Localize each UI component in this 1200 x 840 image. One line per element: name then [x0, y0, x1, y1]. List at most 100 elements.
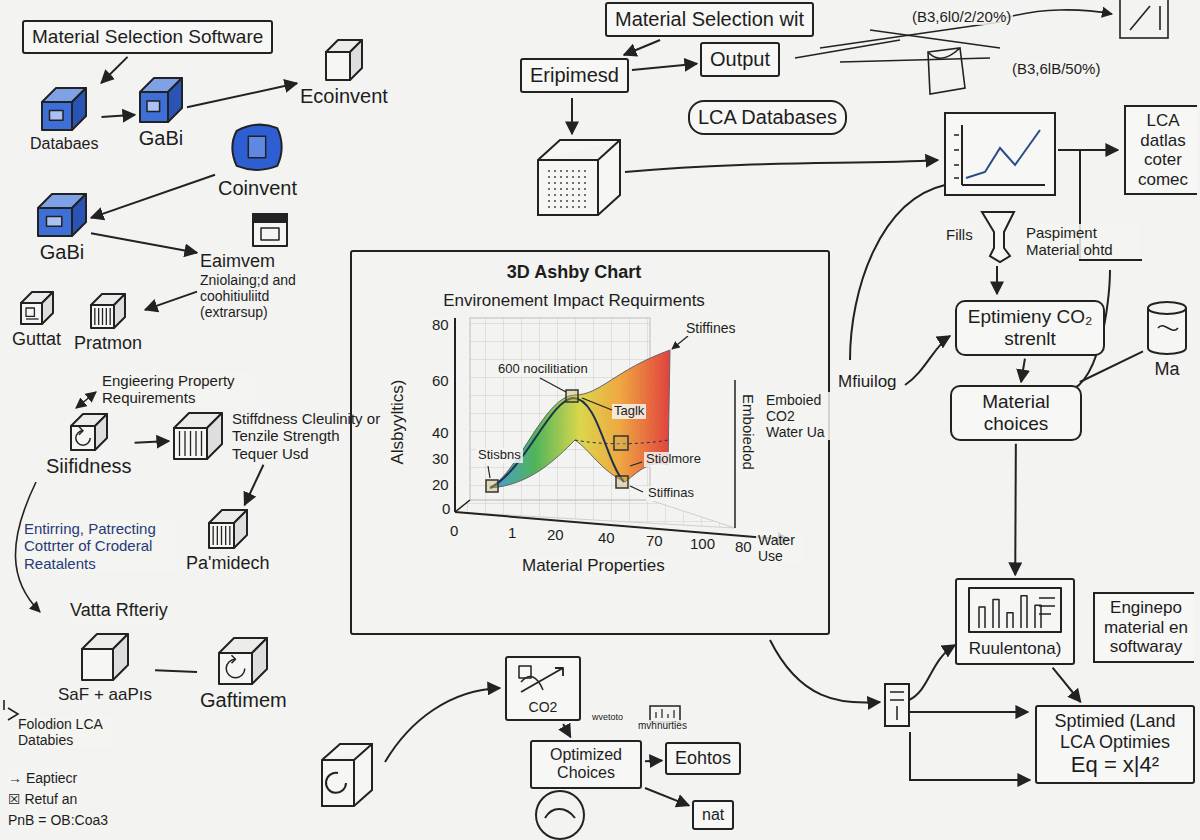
note-label: PnB = OB:Coa3: [6, 812, 110, 828]
hatch-line: [212, 526, 213, 545]
axis-tick: 20: [430, 476, 451, 493]
node-label: 3D Ashby Chart: [443, 262, 705, 283]
coinvent-icon: Coinvent: [218, 120, 297, 200]
cube-face: [234, 510, 247, 548]
note-label: Stiffinas: [646, 486, 696, 501]
note-label: 600 nocilitiation: [496, 362, 590, 377]
chart-icon: [850, 113, 1142, 385]
connector-arrow: [145, 292, 197, 310]
node-label: Eripimesd: [530, 64, 619, 87]
text-group: CO2: [529, 699, 558, 715]
icon-drawing: [21, 292, 53, 324]
small-square: [519, 666, 531, 678]
database-blob: [233, 125, 282, 170]
axis-tick: 40: [596, 529, 617, 546]
connector-arrow: [624, 40, 660, 55]
cylinder-top: [1148, 302, 1186, 308]
text-group: Enginepo material en softwaray: [1101, 598, 1191, 657]
text-group: GaBi: [139, 127, 183, 150]
bottom-sketches: [322, 640, 1030, 839]
axis-tick: 0: [440, 500, 452, 517]
text-group: GaBi: [40, 241, 84, 264]
eaimvem-icon: EaimvemZniolaing;d and coohitiuliitd (ex…: [200, 212, 340, 320]
note-label: Stisbns: [476, 448, 523, 463]
hatch-line: [110, 308, 111, 325]
node-label: Coinvent: [218, 177, 297, 200]
cube-face: [174, 428, 207, 459]
axis-tick: 70: [644, 532, 665, 549]
node-label: GaBi: [40, 241, 84, 264]
panel-frame: [969, 588, 1061, 632]
text-group: Output: [710, 48, 770, 71]
note-label: (B3,6lB/50%): [1010, 60, 1102, 77]
hatch-line: [225, 526, 226, 545]
icon-drawing: [519, 666, 563, 692]
text-group: Ruulentona): [969, 639, 1062, 659]
formula-box: Sptimied (Land LCA OptimiesEq = x|4²: [1035, 705, 1195, 784]
axis-tick: 40: [430, 424, 451, 441]
leader-lines: [488, 336, 688, 492]
icon-drawing: [253, 214, 287, 246]
connector-arrow: [102, 115, 136, 117]
cube-face: [21, 303, 42, 324]
text-group: Databaes: [30, 135, 99, 153]
note-label: (B3,6l0/2/20%): [910, 8, 1013, 25]
icon-drawing: [233, 125, 282, 170]
icon-drawing: [209, 510, 247, 548]
node-label: Stiffdness Cleulinity or Tenzile Strengt…: [232, 410, 382, 462]
cube-face: [207, 413, 222, 459]
trade-off-curve: [490, 398, 624, 488]
node-label: Material Selection Software: [32, 26, 263, 48]
saf-icon: SaF + aaPıs: [58, 632, 152, 705]
material-markers: [486, 390, 628, 492]
cycle-arrow: [232, 655, 236, 663]
result-panel: Ruulentona): [955, 578, 1075, 665]
node-label: Output: [710, 48, 770, 71]
icon-drawing: [326, 40, 362, 80]
impact-surface: [490, 350, 670, 488]
node-label: Eptimieny CO₂ strenlt: [965, 306, 1095, 350]
doc-inner: [261, 228, 279, 240]
panel-bar: [1021, 596, 1027, 628]
node-icon: [80, 632, 130, 682]
note-label: → Eaptiecr: [6, 770, 79, 786]
note-label: Emboiedod: [739, 392, 756, 472]
cube-face: [326, 52, 350, 80]
text-group: Ecoinvent: [300, 85, 388, 108]
text-group: Pa'midech: [186, 553, 269, 574]
cube-face: [168, 78, 182, 122]
icon-drawing: [91, 294, 125, 328]
text-group: SaF + aaPıs: [58, 685, 152, 705]
icon-drawing: [1148, 302, 1186, 354]
doc-box: [253, 214, 287, 246]
cube-face: [140, 92, 168, 122]
node-label: Guttat: [12, 329, 61, 350]
note-label: Water Use: [756, 532, 804, 564]
co2-box: CO2: [505, 656, 581, 721]
node-label: GaBi: [139, 127, 183, 150]
optimize-box: Eptimieny CO₂ strenlt: [955, 300, 1105, 356]
note-label: Alsbyyltics): [388, 377, 408, 466]
text-group: Optimized Choices: [540, 746, 632, 783]
chart-frame: 3D Ashby ChartEnvironement Impact Requir…: [350, 250, 830, 635]
node-label: Enginepo material en softwaray: [1101, 598, 1191, 657]
blob-detail: [249, 136, 266, 158]
text-group: LCA Databases: [698, 106, 837, 129]
icon-drawing: [71, 414, 107, 450]
ecoinvent-icon: Ecoinvent: [300, 38, 388, 108]
cube-face: [91, 305, 114, 328]
note-label: Taglk: [612, 404, 646, 419]
node-label: Eaimvem: [200, 251, 340, 272]
node-icon: [965, 584, 1065, 636]
lca-box: LCA datlas coter comec: [1124, 105, 1197, 195]
panel-bar: [1007, 613, 1013, 628]
node-icon: [69, 412, 109, 452]
node-icon: [207, 508, 249, 550]
note-label: Material Properties: [520, 556, 667, 576]
icon-drawing: [219, 638, 267, 684]
connector-arrow: [1021, 359, 1025, 382]
node-icon: [515, 662, 571, 696]
text-group: Guttat: [12, 329, 61, 350]
material-block: [538, 98, 938, 215]
text-group: LCA datlas coter comec: [1132, 111, 1194, 189]
